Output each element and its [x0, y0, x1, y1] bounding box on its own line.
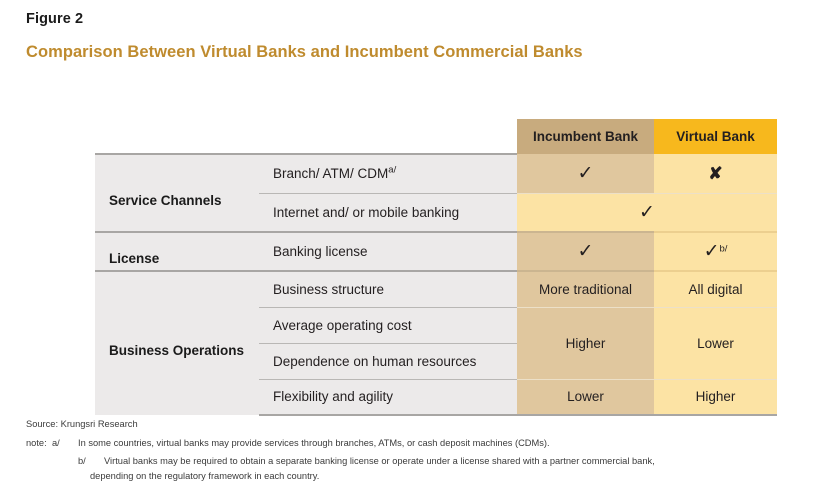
note-a-key: a/ — [52, 438, 60, 449]
value-incumbent-branch-atm-cdm: ✓ — [517, 154, 654, 193]
note-label: note: — [26, 438, 47, 449]
value-virtual-banking-license: ✓b/ — [654, 231, 777, 271]
value-incumbent-flexibility-agility: Lower — [517, 378, 654, 416]
note-b-line: b/ Virtual banks may be required to obta… — [78, 455, 726, 468]
note-b-key: b/ — [78, 455, 86, 466]
table-row: Flexibility and agility Lower Higher — [95, 378, 777, 416]
table-row: Dependence on human resources — [95, 342, 777, 379]
note-a-line: note: a/ In some countries, virtual bank… — [26, 437, 726, 450]
value-virtual-branch-atm-cdm: ✘ — [654, 154, 777, 193]
figure-title: Comparison Between Virtual Banks and Inc… — [26, 43, 583, 61]
column-header-virtual-bank: Virtual Bank — [654, 119, 777, 154]
value-virtual-flexibility-agility: Higher — [654, 378, 777, 416]
footnote-marker-b: b/ — [719, 243, 728, 255]
note-a-text: In some countries, virtual banks may pro… — [78, 438, 550, 449]
row-item-branch-atm-cdm: Branch/ ATM/ CDMa/ — [259, 153, 517, 193]
figure-label: Figure 2 — [26, 11, 84, 27]
comparison-table-wrapper: Incumbent Bank Virtual Bank Service Chan… — [95, 119, 777, 416]
row-category-service-channels: Service Channels — [95, 153, 259, 232]
row-category-license: License — [95, 231, 259, 271]
footnote-marker-a: a/ — [388, 164, 397, 176]
check-icon: ✓ — [703, 241, 720, 262]
table-row: Business Operations Business structure M… — [95, 270, 777, 415]
row-item-flexibility-agility: Flexibility and agility — [259, 378, 517, 416]
row-item-internet-mobile-banking: Internet and/ or mobile banking — [259, 192, 517, 232]
row-item-business-structure: Business structure — [259, 270, 517, 307]
row-item-banking-license: Banking license — [259, 231, 517, 271]
value-virtual-business-structure: All digital — [654, 270, 777, 307]
value-incumbent-banking-license: ✓ — [517, 231, 654, 271]
note-b-text: Virtual banks may be required to obtain … — [104, 455, 655, 466]
header-blank-category — [95, 119, 259, 154]
column-header-incumbent-bank: Incumbent Bank — [517, 119, 654, 154]
row-item-average-operating-cost: Average operating cost — [259, 306, 517, 343]
note-b-text-continued: depending on the regulatory framework in… — [90, 471, 320, 482]
row-item-dependence-human-resources: Dependence on human resources — [259, 342, 517, 379]
footnotes: Source: Krungsri Research note: a/ In so… — [26, 418, 726, 484]
row-item-label: Branch/ ATM/ CDM — [273, 166, 389, 182]
value-merged-internet-mobile-banking: ✓ — [517, 192, 777, 232]
table-row: Internet and/ or mobile banking ✓ — [95, 192, 777, 232]
value-incumbent-business-structure: More traditional — [517, 270, 654, 307]
row-category-business-operations: Business Operations — [95, 270, 259, 415]
table-row: Average operating cost Higher Lower — [95, 306, 777, 379]
table-row: License Banking license ✓ ✓b/ — [95, 231, 777, 271]
source-line: Source: Krungsri Research — [26, 419, 138, 429]
comparison-table: Incumbent Bank Virtual Bank Service Chan… — [95, 119, 777, 416]
table-row: Service Channels Branch/ ATM/ CDMa/ ✓ ✘ — [95, 153, 777, 232]
value-incumbent-operating-cost-hr: Higher — [517, 306, 654, 379]
header-blank-item — [259, 119, 517, 154]
value-virtual-operating-cost-hr: Lower — [654, 306, 777, 379]
table-header-row: Incumbent Bank Virtual Bank — [95, 119, 777, 154]
